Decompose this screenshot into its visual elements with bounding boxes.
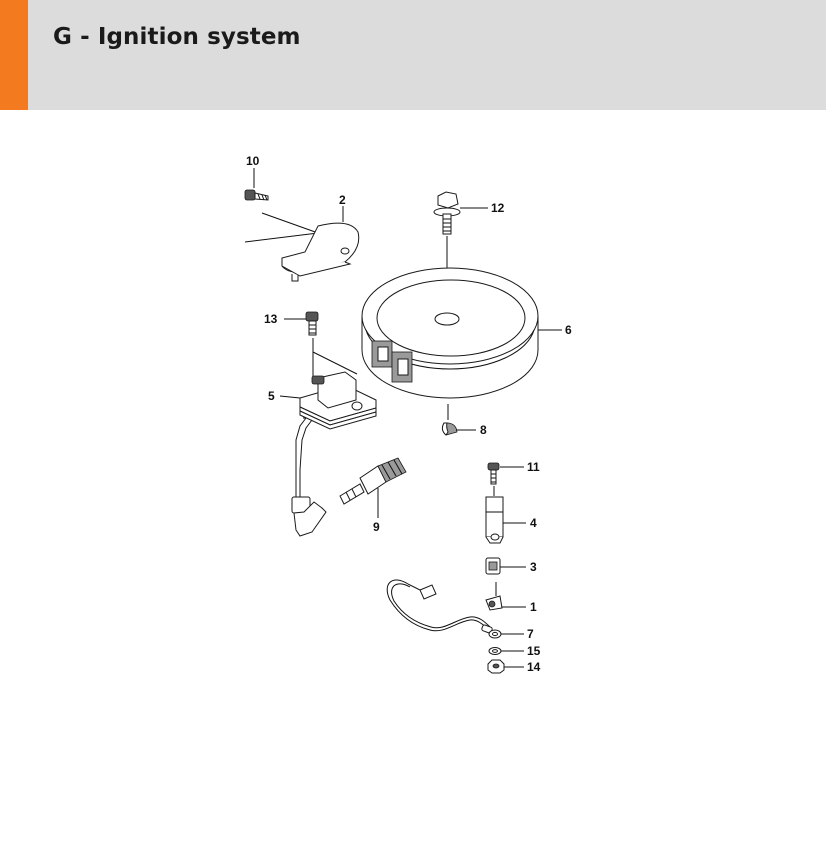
callout-1: 1 — [530, 600, 537, 614]
part-7-wire-lead — [386, 579, 502, 639]
callout-8: 8 — [480, 423, 487, 437]
callout-2: 2 — [339, 193, 346, 207]
part-10-screw — [244, 189, 269, 201]
part-8-key — [441, 404, 458, 436]
part-11-screw — [487, 462, 500, 496]
callout-15: 15 — [527, 644, 541, 658]
callout-leaders — [253, 168, 562, 668]
part-1-terminal — [485, 582, 503, 611]
accent-bar — [0, 0, 28, 110]
part-15-washer — [488, 647, 502, 655]
callout-4: 4 — [530, 516, 537, 530]
callout-14: 14 — [527, 660, 541, 674]
part-9-spark-plug — [339, 457, 407, 518]
part-2-cover — [244, 212, 360, 282]
callout-3: 3 — [530, 560, 537, 574]
callout-9: 9 — [373, 520, 380, 534]
part-3-clip — [485, 557, 501, 575]
part-4-bracket — [485, 496, 504, 544]
callout-7: 7 — [527, 627, 534, 641]
page-title: G - Ignition system — [53, 24, 301, 50]
part-6-flywheel — [361, 267, 539, 399]
part-13-screw — [305, 311, 358, 380]
page-header: G - Ignition system — [0, 0, 826, 110]
callout-6: 6 — [565, 323, 572, 337]
part-5-ignition-coil — [291, 371, 377, 537]
callout-11: 11 — [527, 460, 540, 474]
part-14-nut — [487, 659, 505, 674]
callout-12: 12 — [491, 201, 505, 215]
callout-13: 13 — [264, 312, 278, 326]
callout-10: 10 — [246, 154, 260, 168]
callout-5: 5 — [268, 389, 275, 403]
